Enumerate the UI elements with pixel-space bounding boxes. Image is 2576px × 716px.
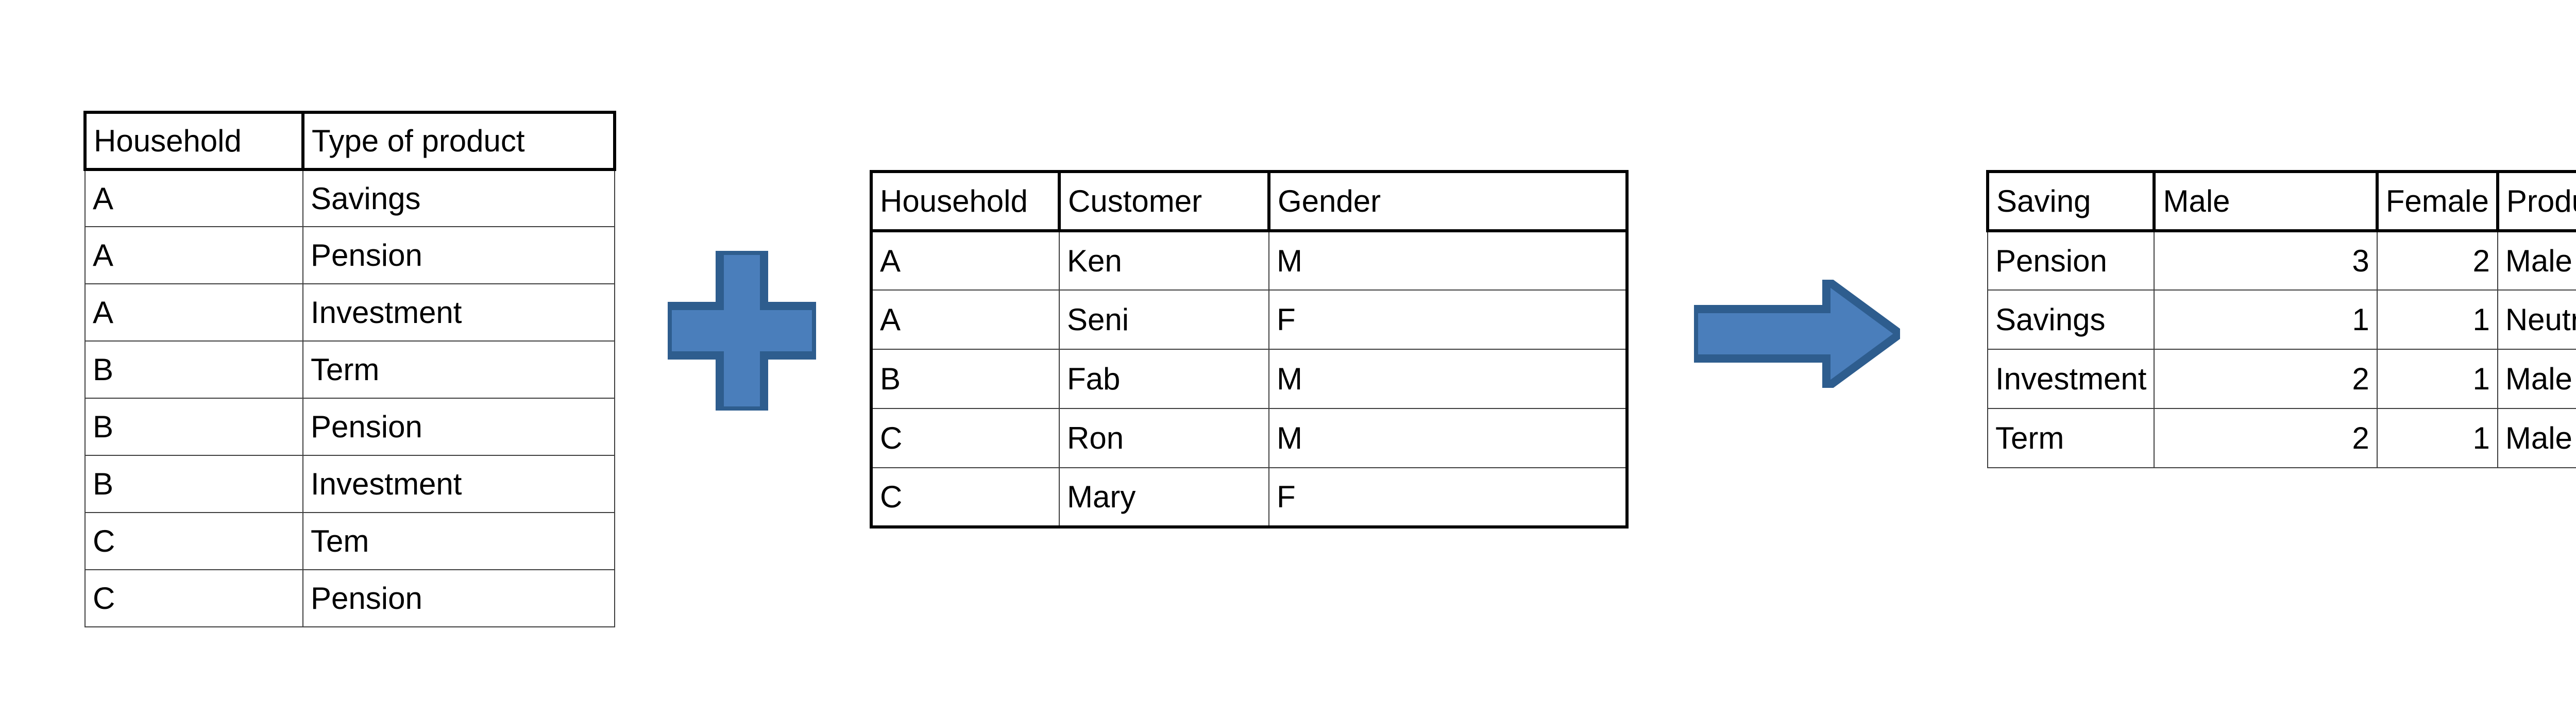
cell-household: A — [870, 230, 1060, 291]
cell-household: C — [870, 467, 1060, 529]
cell-household: B — [84, 398, 303, 456]
table-row: Pension 3 2 Male Biased — [1987, 230, 2576, 291]
product-bias-summary-table: Saving Male Female Product Type Pension … — [1986, 170, 2576, 468]
cell-male-count: 1 — [2154, 289, 2378, 350]
column-header-household: Household — [870, 170, 1061, 232]
cell-product: Pension — [302, 226, 615, 284]
cell-customer: Ken — [1059, 230, 1269, 291]
cell-customer: Fab — [1059, 349, 1269, 409]
table-row: C Mary F — [870, 467, 1629, 529]
cell-product: Savings — [302, 169, 615, 227]
cell-product: Tem — [302, 512, 615, 570]
table-row: C Ron M — [870, 408, 1629, 468]
column-header-type-of-product: Type of product — [301, 111, 616, 171]
column-header-customer: Customer — [1058, 170, 1270, 232]
cell-household: A — [870, 289, 1060, 350]
cell-gender: M — [1268, 349, 1629, 409]
cell-saving: Term — [1987, 408, 2155, 468]
cell-male-count: 3 — [2154, 230, 2378, 291]
household-customer-table: Household Customer Gender A Ken M A Seni… — [870, 170, 1629, 529]
cell-saving: Pension — [1987, 230, 2155, 291]
table-row: A Seni F — [870, 289, 1629, 350]
cell-product: Investment — [302, 455, 615, 513]
table-row: B Pension — [84, 398, 615, 456]
cell-customer: Seni — [1059, 289, 1269, 350]
column-header-gender: Gender — [1267, 170, 1629, 232]
table-row: C Tem — [84, 512, 615, 570]
cell-product: Pension — [302, 569, 615, 627]
cell-product: Pension — [302, 398, 615, 456]
table-header-row: Household Customer Gender — [870, 170, 1629, 232]
table-row: A Savings — [84, 169, 615, 227]
cell-female-count: 1 — [2376, 349, 2498, 409]
cell-household: C — [84, 512, 303, 570]
cell-saving: Savings — [1987, 289, 2155, 350]
table-row: A Investment — [84, 283, 615, 342]
column-header-female: Female — [2375, 170, 2499, 232]
cell-household: A — [84, 226, 303, 284]
table-row: A Pension — [84, 226, 615, 284]
cell-customer: Mary — [1059, 467, 1269, 529]
cell-household: C — [84, 569, 303, 627]
table-header-row: Saving Male Female Product Type — [1986, 170, 2576, 232]
cell-female-count: 1 — [2376, 289, 2498, 350]
right-arrow-icon — [1694, 280, 1900, 388]
cell-gender: M — [1268, 230, 1629, 291]
cell-product: Investment — [302, 283, 615, 342]
cell-female-count: 2 — [2376, 230, 2498, 291]
cell-product-type: Male Biased — [2497, 230, 2576, 291]
table-row: B Fab M — [870, 349, 1629, 409]
table-row: Savings 1 1 Neutral — [1987, 289, 2576, 350]
cell-household: B — [84, 455, 303, 513]
cell-household: B — [870, 349, 1060, 409]
column-header-saving: Saving — [1986, 170, 2156, 232]
cell-household: C — [870, 408, 1060, 468]
cell-male-count: 2 — [2154, 408, 2378, 468]
table-row: A Ken M — [870, 230, 1629, 291]
table-header-row: Household Type of product — [83, 111, 616, 171]
cell-household: A — [84, 283, 303, 342]
cell-customer: Ron — [1059, 408, 1269, 468]
table-row: B Investment — [84, 455, 615, 513]
household-product-table: Household Type of product A Savings A Pe… — [83, 111, 616, 627]
cell-gender: F — [1268, 467, 1629, 529]
cell-male-count: 2 — [2154, 349, 2378, 409]
table-row: B Term — [84, 340, 615, 399]
cell-household: A — [84, 169, 303, 227]
cell-household: B — [84, 340, 303, 399]
column-header-household: Household — [83, 111, 304, 171]
column-header-product-type: Product Type — [2496, 170, 2576, 232]
table-row: Investment 2 1 Male Biased — [1987, 349, 2576, 409]
table-row: C Pension — [84, 569, 615, 627]
cell-product-type: Male Biased — [2497, 349, 2576, 409]
cell-gender: M — [1268, 408, 1629, 468]
cell-product: Term — [302, 340, 615, 399]
cell-product-type: Male Biased — [2497, 408, 2576, 468]
cell-female-count: 1 — [2376, 408, 2498, 468]
plus-icon — [668, 251, 816, 411]
table-row: Term 2 1 Male Biased — [1987, 408, 2576, 468]
column-header-male: Male — [2153, 170, 2379, 232]
cell-saving: Investment — [1987, 349, 2155, 409]
cell-product-type: Neutral — [2497, 289, 2576, 350]
cell-gender: F — [1268, 289, 1629, 350]
